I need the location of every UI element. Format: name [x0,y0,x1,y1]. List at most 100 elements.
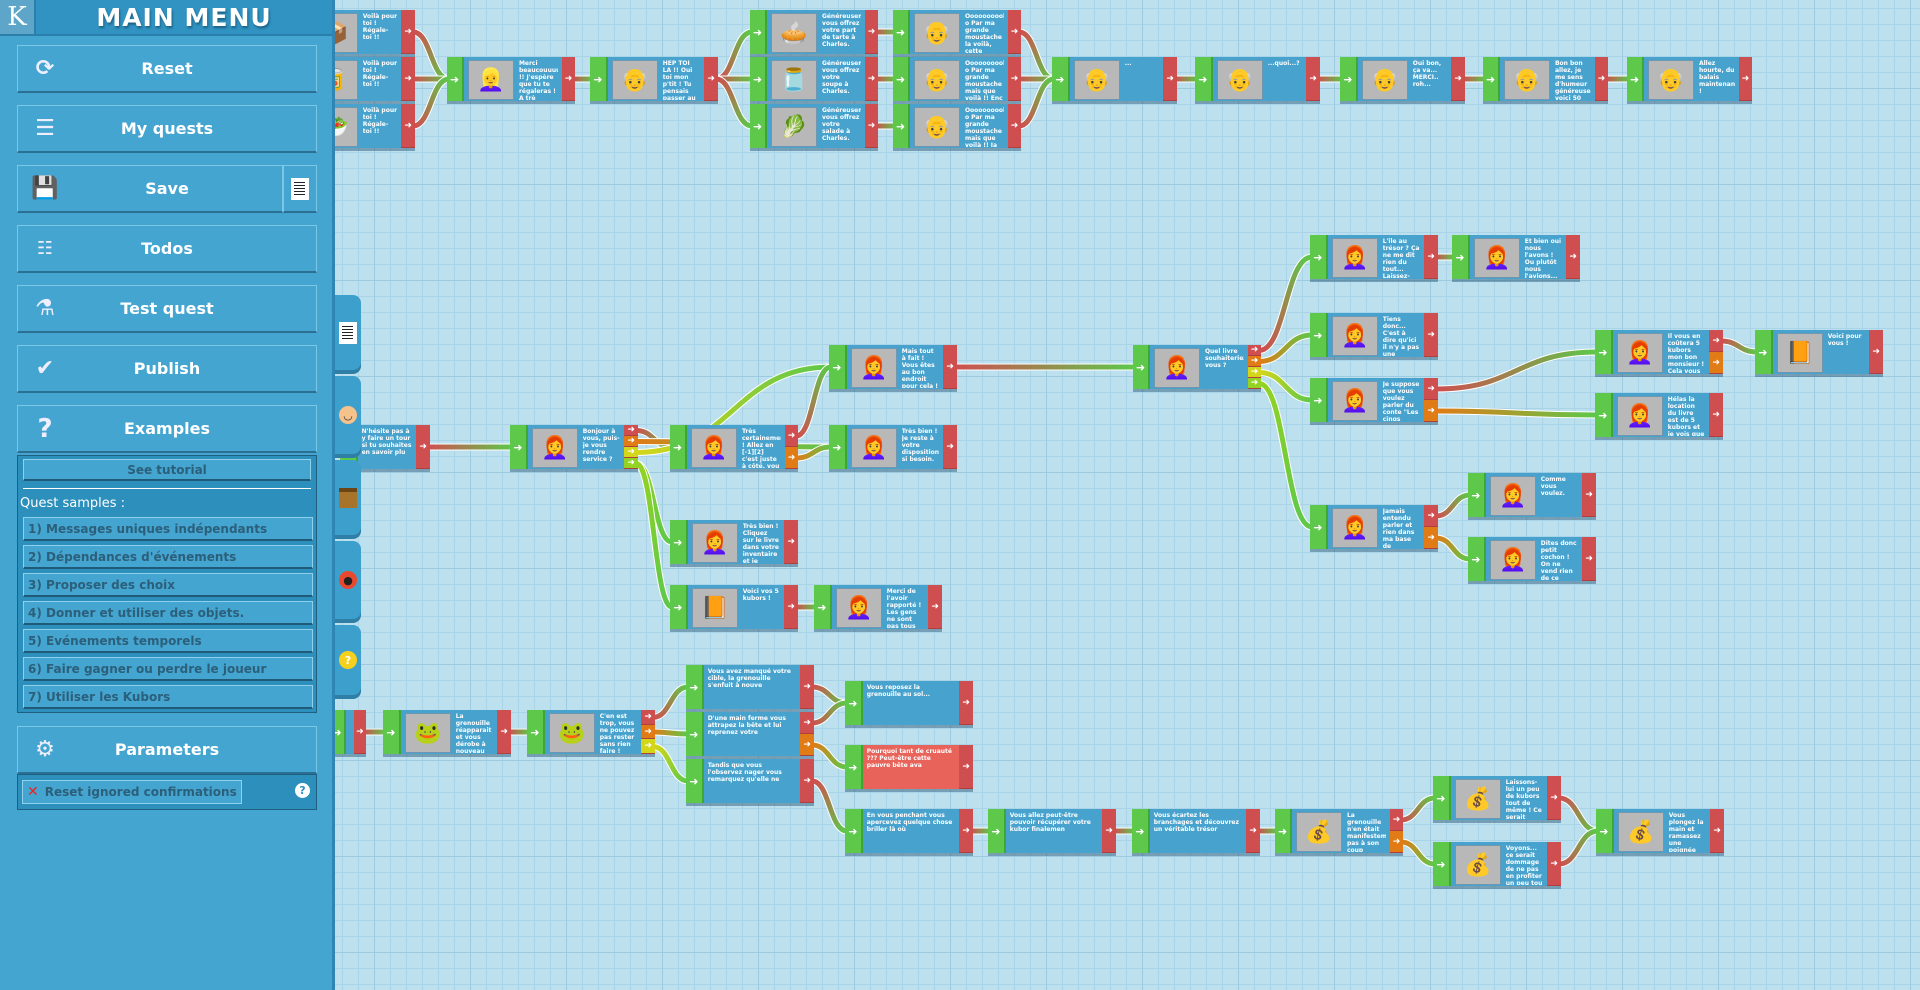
node-link[interactable] [412,29,450,82]
input-port[interactable]: ➜ [1596,809,1614,853]
input-port[interactable]: ➜ [1310,235,1328,279]
output-port[interactable]: ➜ [1709,393,1723,437]
quest-node[interactable]: ➜🫙Généreusement, vous offrez votre soupe… [750,57,878,101]
output-port[interactable]: ➜ [943,345,957,389]
side-tab-debug[interactable]: ● [335,541,361,619]
output-port[interactable]: ➜ [704,57,718,101]
quest-node[interactable]: ➜👴Allez hourte, du balais maintenant !➜ [1627,57,1752,101]
side-tab-items[interactable] [335,460,361,535]
node-body[interactable]: Tandis que vous l'observez nager vous re… [703,759,801,803]
node-body[interactable]: 👴Bon bon allez, je me sens d'humeur géné… [1499,57,1595,101]
quest-node[interactable]: ➜👩‍🦰Et bien oui nous l'avons ! Ou plutôt… [1452,235,1580,279]
node-body[interactable]: 👩‍🦰Merci de l'avoir rapporté ! Les gens … [831,585,929,629]
output-port[interactable]: ➜ [784,585,798,629]
node-body[interactable]: 📙Voici pour vous ! [1772,330,1870,374]
quest-node[interactable]: ➜👩‍🦰Merci de l'avoir rapporté ! Les gens… [814,585,942,629]
node-link[interactable] [715,76,753,129]
input-port[interactable]: ➜ [686,759,704,803]
input-port[interactable]: ➜ [1627,57,1644,101]
output-port[interactable]: ➜ [624,425,638,436]
input-port[interactable]: ➜ [1468,473,1486,517]
quest-node[interactable]: ➜Vous reposez la grenouille au sol...➜ [845,681,973,725]
quest-node[interactable]: ➜🐸La grenouille réapparait et vous dérob… [383,710,511,754]
node-link[interactable] [1558,828,1599,867]
output-port[interactable]: ➜ [401,10,415,54]
node-link[interactable] [1258,332,1313,364]
node-link[interactable] [1400,839,1436,867]
input-port[interactable]: ➜ [670,585,688,629]
publish-button[interactable]: ✔ Publish [17,345,317,393]
quest-node[interactable]: ➜📙Voici vos 5 kubors !➜ [670,585,798,629]
quest-node[interactable]: ➜👩‍🦰Il vous en coûtera 5 kubors mon bon … [1595,330,1723,374]
output-port[interactable]: ➜ [1163,57,1177,101]
see-tutorial-button[interactable]: See tutorial [23,459,311,481]
input-port[interactable]: ➜ [1310,313,1328,357]
quest-node[interactable]: ➜📙Voici pour vous !➜ [1755,330,1883,374]
node-link[interactable] [1400,795,1436,823]
input-port[interactable]: ➜ [1195,57,1213,101]
node-body[interactable]: 👩‍🦰Mais tout à fait ! Vous êtes au bon e… [846,345,944,389]
node-link[interactable] [811,700,848,726]
node-body[interactable]: 💰La grenouille n'en était manifestement … [1291,809,1390,853]
node-body[interactable]: 👩‍🦰Il vous en coûtera 5 kubors mon bon m… [1612,330,1710,374]
node-body[interactable]: Vous écartez les branchages et découvrez… [1149,809,1247,853]
node-body[interactable] [345,710,354,754]
quest-node[interactable]: ➜👩‍🦰Comme vous voulez.➜ [1468,473,1596,517]
input-port[interactable]: ➜ [1595,330,1613,374]
quest-node[interactable]: ➜👩‍🦰Jamais entendu parler et rien dans m… [1310,505,1438,549]
input-port[interactable]: ➜ [893,104,910,148]
node-link[interactable] [412,76,450,129]
input-port[interactable]: ➜ [670,520,688,564]
output-port[interactable]: ➜ [1424,235,1438,279]
output-port[interactable]: ➜ [1246,809,1260,853]
output-port[interactable]: ➜ [1547,776,1561,820]
todos-button[interactable]: ☷ Todos [17,225,317,273]
node-body[interactable]: 👩‍🦰Très certainement ! Allez en [-1][2] … [686,425,785,469]
quest-node[interactable]: ➜👩‍🦰Très bien ! Cliquez sur le livre dan… [670,520,798,564]
node-body[interactable]: 🥬Généreusement, vous offrez votre salade… [766,104,865,148]
output-port[interactable]: ➜ [784,425,798,447]
output-port[interactable]: ➜ [1389,831,1403,853]
node-body[interactable]: En vous penchant vous apercevez quelque … [862,809,960,853]
output-port[interactable]: ➜ [353,710,366,754]
node-body[interactable]: 👴Ooooooooohoo o Par ma grande moustache … [909,104,1008,148]
node-link[interactable] [1258,254,1313,353]
node-body[interactable]: Vous allez peut-être pouvoir récupérer v… [1005,809,1103,853]
node-body[interactable]: 🐸C'en est trop, vous ne pouvez pas reste… [544,710,642,754]
examples-button[interactable]: ? Examples [17,405,317,453]
quest-node[interactable]: ➜Vous avez manqué votre cible, la grenou… [686,665,814,709]
quest-sample-6[interactable]: 6) Faire gagner ou perdre le joueur [23,657,313,681]
help-icon[interactable]: ? [295,783,310,798]
input-port[interactable]: ➜ [829,345,847,389]
quest-node[interactable]: ➜👴...quoi...?➜ [1195,57,1320,101]
quest-node[interactable]: ➜Tandis que vous l'observez nager vous r… [686,759,814,803]
node-link[interactable] [1435,408,1598,418]
quest-node[interactable]: ➜👴Oui bon, ça va... MERCI.. roh...➜ [1340,57,1465,101]
output-port[interactable]: ➜ [416,425,430,469]
quest-node[interactable]: ➜👴...➜ [1052,57,1177,101]
node-body[interactable]: 👩‍🦰L'île au trésor ? Ça ne me dit rien d… [1327,235,1425,279]
reset-ignored-confirmations-button[interactable]: ✕ Reset ignored confirmations [22,780,242,804]
output-port[interactable]: ➜ [1102,809,1116,853]
node-link[interactable] [1720,338,1758,355]
output-port[interactable]: ➜ [959,809,973,853]
node-body[interactable]: 👩‍🦰Dites donc petit cochon ! On ne vend … [1485,537,1583,581]
quest-node[interactable]: ➜💰La grenouille n'en était manifestement… [1275,809,1403,853]
side-tab-help[interactable]: ? [335,625,361,695]
output-port[interactable]: ➜ [1247,367,1261,378]
node-body[interactable]: 👩‍🦰Très bien ! Cliquez sur le livre dans… [687,520,785,564]
output-port[interactable]: ➜ [1709,352,1723,374]
node-link[interactable] [811,778,848,834]
output-port[interactable]: ➜ [1547,842,1561,886]
quest-node[interactable]: ➜💰Voyons... ce serait dommage de ne pas … [1433,842,1561,886]
node-body[interactable]: 👴HEP TOI LA !! Oui toi mon p'tit ! Tu pe… [607,57,705,101]
input-port[interactable]: ➜ [670,425,687,469]
quest-sample-5[interactable]: 5) Evénements temporels [23,629,313,653]
node-body[interactable]: Pourquoi tant de cruauté ??? Peut-être c… [862,745,960,789]
output-port[interactable]: ➜ [1007,104,1021,148]
node-link[interactable] [652,729,689,737]
output-port[interactable]: ➜ [1247,378,1261,389]
quest-node[interactable]: ➜👩‍🦰Dites donc petit cochon ! On ne vend… [1468,537,1596,581]
node-link[interactable] [795,444,832,461]
save-button[interactable]: 💾 Save [17,165,283,213]
